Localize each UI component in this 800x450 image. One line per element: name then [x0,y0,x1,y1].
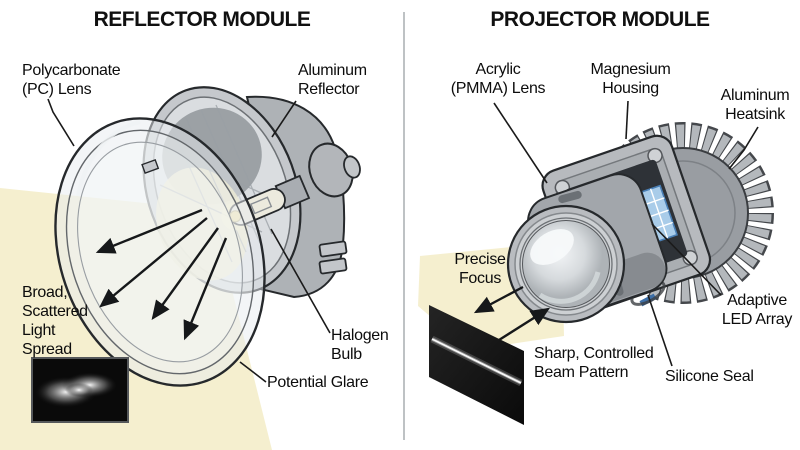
label-pmma-lens: Acrylic (PMMA) Lens [450,61,546,97]
projector-lens-shape [506,173,668,324]
label-aluminum-reflector: Aluminum Reflector [298,62,367,98]
projector-module-illustration [418,122,774,425]
label-adaptive-led: Adaptive LED Array [721,292,793,328]
leader-magnesium-housing [625,100,629,140]
leader-potential-glare [239,361,267,383]
reflector-module-illustration [0,86,361,450]
leader-aluminum-heatsink [728,126,759,170]
reflector-beam-pattern [31,357,129,423]
label-sharp-beam: Sharp, Controlled Beam Pattern [534,345,654,381]
leader-pmma-lens [493,102,548,184]
label-broad-spread: Broad, Scattered Light Spread [22,284,88,358]
projector-module-title: PROJECTOR MODULE [490,8,710,31]
focus-arrows [473,285,551,342]
label-halogen-bulb: Halogen Bulb [331,327,389,363]
label-potential-glare: Potential Glare [267,374,369,391]
label-precise-focus: Precise Focus [454,251,506,287]
reflector-module-title: REFLECTOR MODULE [93,8,311,31]
leader-adaptive-led [651,223,722,296]
leader-aluminum-reflector [271,100,297,138]
label-silicone-seal: Silicone Seal [665,368,754,385]
label-aluminum-heatsink: Aluminum Heatsink [720,87,790,123]
pc-lens-shape [54,117,266,387]
leader-lines [47,98,759,383]
leader-silicone-seal [647,294,673,367]
label-pc-lens: Polycarbonate (PC) Lens [22,62,121,98]
projector-beam-pattern [429,305,524,425]
leader-pc-lens [47,98,75,147]
scattered-light-arrows [95,208,228,341]
label-magnesium-housing: Magnesium Housing [590,61,671,97]
leader-halogen-bulb [270,228,331,334]
